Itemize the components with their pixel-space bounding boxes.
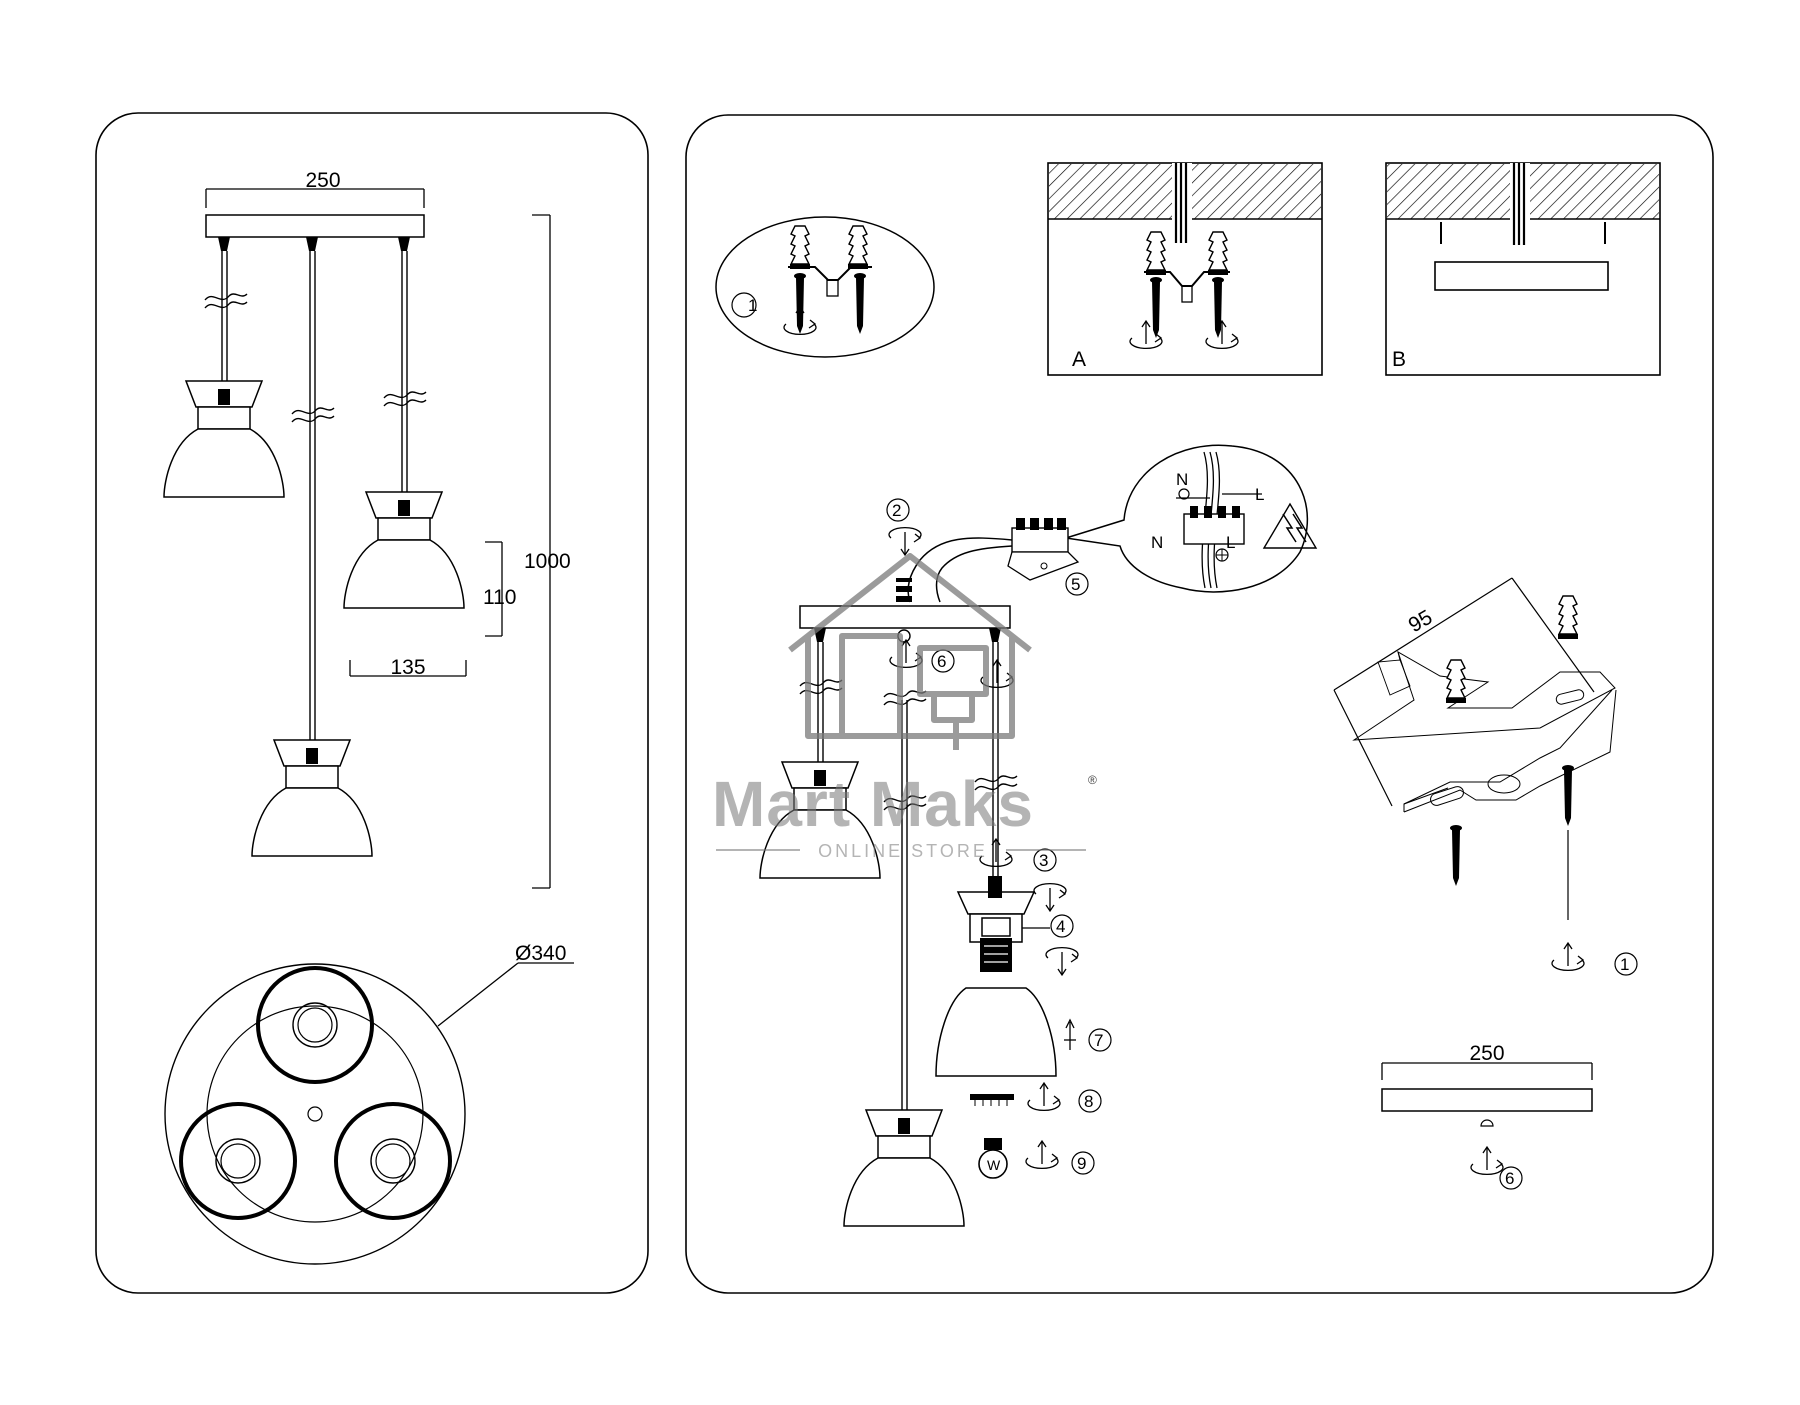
warning-triangle-icon [1262, 502, 1318, 549]
label-a: A [1072, 348, 1086, 371]
height-dimension: 1000 [524, 214, 571, 889]
step-3-num: 3 [1039, 851, 1048, 870]
box-a: A [1047, 162, 1323, 376]
wire-n-top: N [1176, 470, 1188, 489]
step-7-num: 7 [1094, 1031, 1103, 1050]
fixing-ring [970, 1094, 1014, 1106]
pendant-shade-center [251, 739, 373, 857]
mounting-bracket-detail: 95 1 [1333, 577, 1638, 976]
terminal-block: 5 [907, 518, 1089, 603]
bulb-letter: W [987, 1157, 1001, 1173]
label-b: B [1392, 348, 1406, 371]
ceiling-canopy [205, 214, 425, 238]
wiring-detail: N L N L [1065, 444, 1318, 593]
step-1-detail: 1 [715, 216, 935, 358]
right-panel-frame [685, 114, 1714, 1294]
step-2-num: 2 [892, 501, 901, 520]
pendant-shade-right [343, 491, 465, 609]
house-icon [788, 553, 1032, 750]
bottom-view [164, 962, 574, 1265]
shade-width-label: 135 [390, 656, 425, 679]
watermark: Mart Maks ® ONLINE STORE [712, 553, 1097, 861]
shade-height-dimension: 110 [483, 541, 516, 637]
step-5-num: 5 [1071, 575, 1080, 594]
canopy-width-label: 250 [1469, 1042, 1504, 1065]
canopy-side-view: 250 6 [1381, 1042, 1593, 1190]
box-b: B [1385, 162, 1661, 376]
step-1-num: 1 [748, 296, 757, 315]
step-6-num-main: 6 [937, 652, 946, 671]
shade-width-dimension: 135 [349, 656, 467, 679]
exploded-glass-shade [935, 987, 1057, 1077]
shade-height-label: 110 [483, 586, 516, 609]
watermark-brand: Mart Maks [712, 768, 1034, 840]
bulb-icon: W [978, 1138, 1008, 1179]
step-8-num: 8 [1084, 1092, 1093, 1111]
step-9-num: 9 [1077, 1154, 1086, 1173]
step-4-num: 4 [1056, 917, 1065, 936]
bracket-length-label: 95 [1405, 606, 1437, 638]
watermark-subtitle: ONLINE STORE [818, 841, 988, 861]
left-panel-frame [95, 112, 649, 1294]
pendant-cords [221, 251, 408, 742]
socket-assembly [956, 876, 1036, 972]
height-label: 1000 [524, 550, 571, 573]
wire-l-bottom: L [1226, 533, 1235, 552]
exploded-cords [817, 642, 999, 1112]
step-6-num-side: 6 [1505, 1169, 1514, 1188]
width-dimension: 250 [205, 169, 425, 208]
width-label: 250 [305, 169, 340, 192]
diameter-label: Ø340 [515, 942, 566, 965]
watermark-registered: ® [1088, 773, 1097, 787]
wire-n-bottom: N [1151, 533, 1163, 552]
step-1-num-bracket: 1 [1620, 955, 1629, 974]
exploded-shade-center [843, 1109, 965, 1227]
exploded-canopy [799, 605, 1011, 629]
pendant-shade-left [163, 380, 285, 498]
wire-l-top: L [1255, 485, 1264, 504]
